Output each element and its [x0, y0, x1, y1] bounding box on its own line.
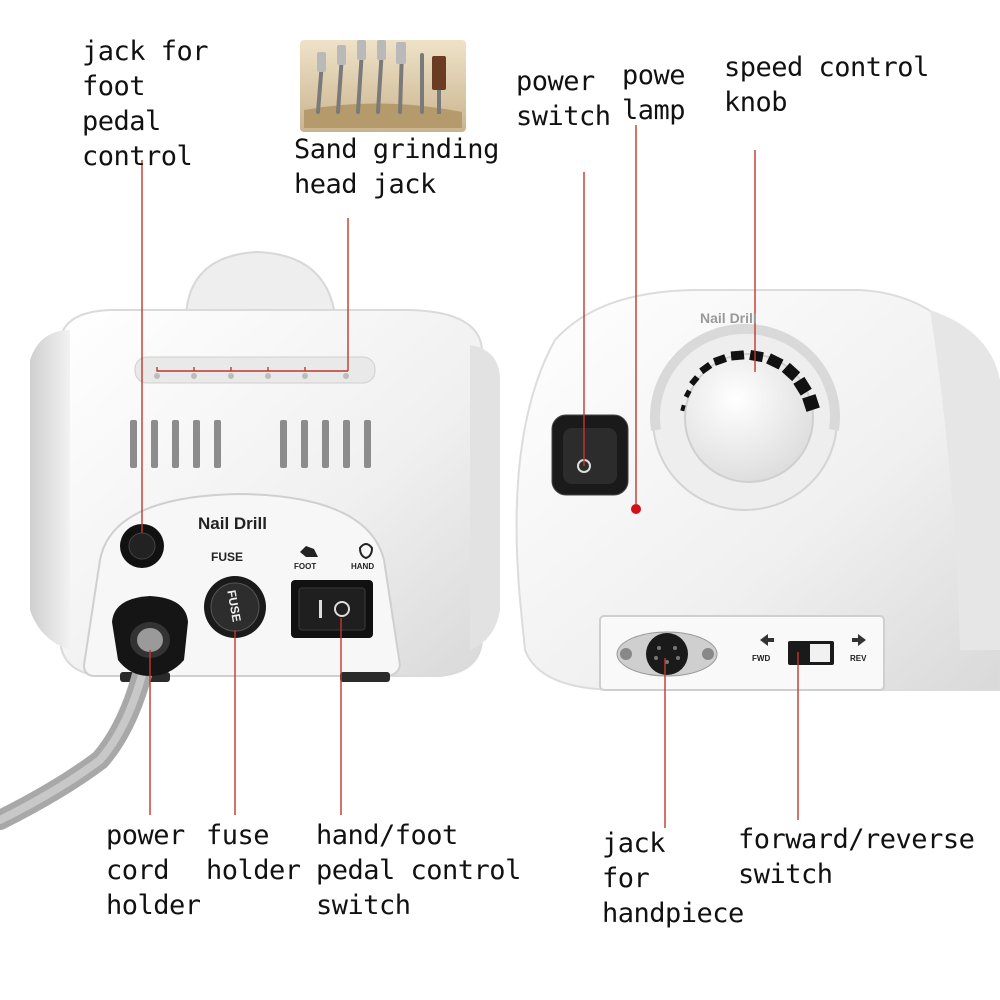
power-lamp-led [631, 504, 641, 514]
fwd-label: FWD [752, 654, 771, 663]
foot-label: FOOT [294, 562, 317, 571]
leader-lines [141, 125, 799, 828]
right-device-front-view [515, 289, 1000, 691]
fuse-label: FUSE [211, 550, 244, 564]
left-device-rear-view [0, 250, 500, 830]
hand-label: HAND [351, 562, 375, 571]
rev-label: REV [850, 654, 867, 663]
brand-label-front: Nail Drill [700, 310, 757, 326]
brand-label-rear: Nail Drill [198, 514, 267, 533]
grinding-bits-thumbnail [300, 40, 466, 132]
